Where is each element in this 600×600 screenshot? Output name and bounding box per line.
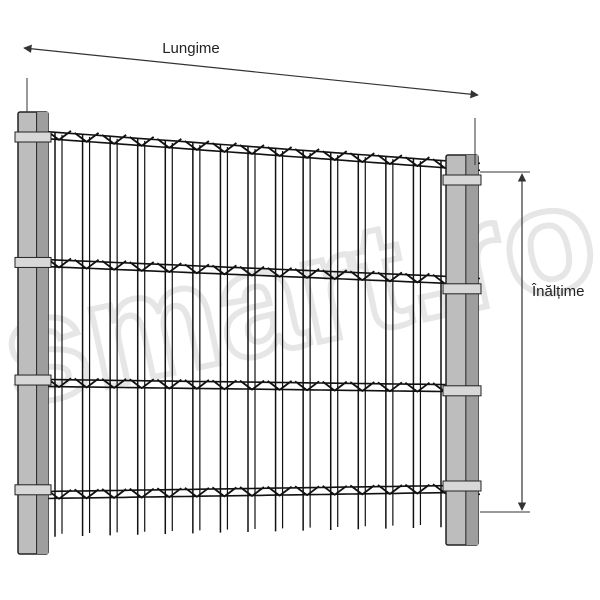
wire-fold-chevron (294, 485, 320, 497)
wire-fold-chevron (74, 377, 100, 389)
wire-fold-chevron (239, 379, 265, 391)
wire-fold-chevron (404, 483, 430, 495)
height-label: Înălțime (531, 283, 585, 300)
wire-fold-chevron (322, 485, 348, 496)
wire-fold-chevron (377, 381, 403, 393)
wire-fold-chevron (377, 484, 403, 495)
wire-fold-chevron (184, 379, 210, 390)
wire-fold-chevron (101, 260, 127, 271)
horizontal-wire-upper (24, 484, 481, 493)
wire-fold-chevron (404, 272, 430, 284)
horizontal-wire-upper (24, 129, 481, 165)
wire-fold-chevron (211, 264, 237, 276)
post-right (442, 154, 482, 546)
wire-fold-chevron (267, 485, 293, 497)
wire-fold-chevron (101, 378, 127, 389)
wire-fold-chevron (294, 380, 320, 392)
wire-fold-chevron (404, 381, 430, 393)
horizontal-wire-upper (24, 377, 481, 388)
wire-fold-chevron (349, 381, 375, 392)
wire-fold-chevron (377, 271, 403, 283)
wire-fold-chevron (129, 487, 155, 499)
post-shadow-face (465, 155, 478, 545)
wire-fold-chevron (74, 258, 100, 270)
wire-fold-chevron (184, 140, 210, 151)
fence-posts (14, 111, 482, 555)
post-clamp (14, 484, 52, 496)
wire-fold-chevron (156, 138, 182, 149)
wire-fold-chevron (239, 265, 265, 277)
horizontal-wire-upper (24, 257, 481, 280)
wire-fold-chevron (101, 488, 127, 499)
wire-fold-chevron (322, 380, 348, 392)
length-label: Lungime (162, 40, 220, 57)
wire-fold-chevron (239, 144, 265, 155)
wire-fold-chevron (322, 269, 348, 280)
wire-fold-chevron (211, 486, 237, 498)
post-clamp (442, 174, 482, 186)
post-clamp (442, 480, 482, 492)
wire-fold-chevron (349, 152, 375, 163)
wire-fold-chevron (74, 132, 100, 143)
post-clamp (442, 385, 482, 397)
post-clamp (14, 131, 52, 143)
wire-fold-chevron (211, 379, 237, 391)
wire-fold-chevron (184, 263, 210, 275)
post-clamp (14, 256, 52, 268)
wire-fold-chevron (404, 156, 430, 167)
wire-fold-chevron (267, 267, 293, 278)
wire-fold-chevron (156, 378, 182, 390)
wire-fold-chevron (294, 268, 320, 279)
wire-fold-chevron (267, 380, 293, 391)
post-clamp (14, 374, 52, 386)
wire-fold-chevron (377, 154, 403, 165)
wire-fold-chevron (156, 487, 182, 499)
wire-fold-chevron (349, 270, 375, 282)
wire-fold-chevron (129, 378, 155, 390)
wire-fold-chevron (322, 150, 348, 161)
wire-fold-chevron (101, 134, 127, 145)
post-left (14, 111, 52, 555)
post-clamp (442, 283, 482, 295)
wire-fold-chevron (349, 484, 375, 496)
length-dimension-line (23, 44, 479, 99)
wire-fold-chevron (267, 146, 293, 157)
wire-fold-chevron (129, 261, 155, 272)
wire-fold-chevron (211, 142, 237, 153)
wire-fold-chevron (184, 487, 210, 498)
wire-fold-chevron (129, 136, 155, 147)
wire-fold-chevron (74, 488, 100, 500)
wire-fold-chevron (239, 486, 265, 497)
post-shadow-face (36, 112, 48, 554)
height-dimension: Înălțime (480, 171, 585, 513)
length-dimension: Lungime (23, 40, 479, 165)
wire-fold-chevron (294, 148, 320, 159)
fence-mesh-panel (24, 129, 481, 537)
wire-fold-chevron (156, 262, 182, 273)
